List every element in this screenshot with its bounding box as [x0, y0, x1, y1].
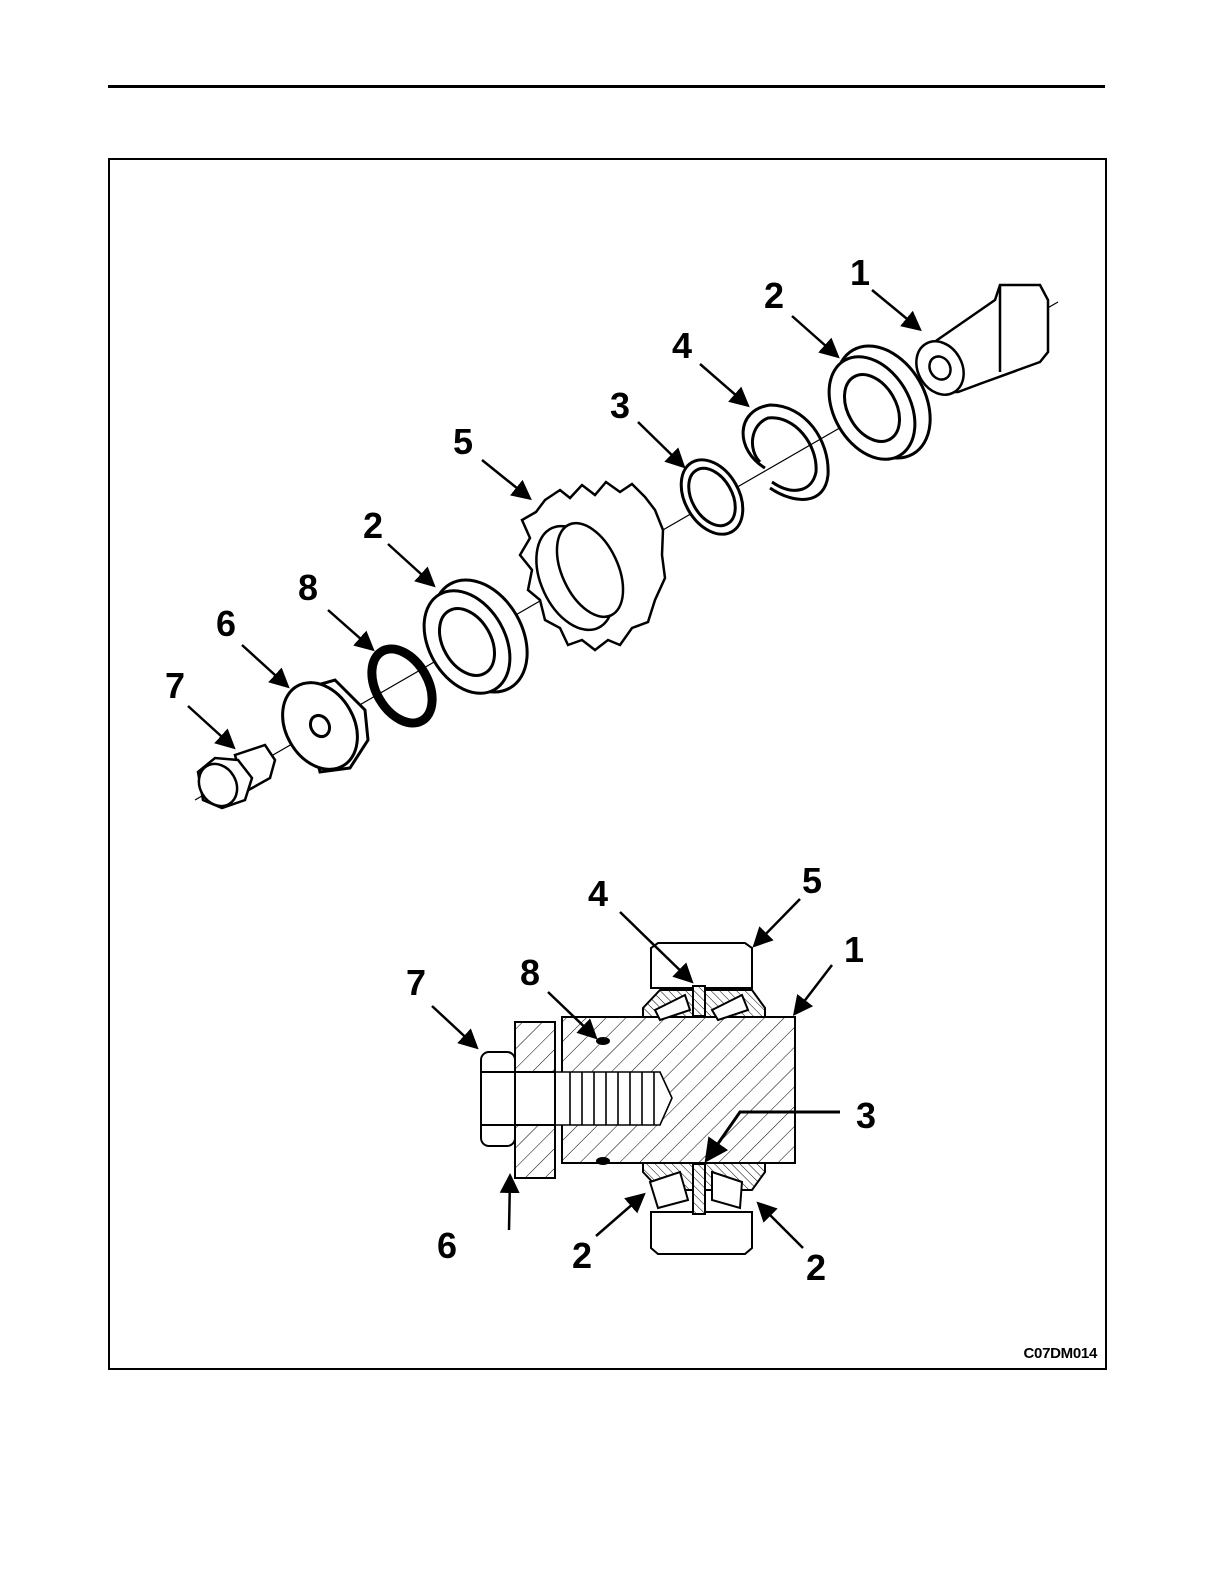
section-callout-4: 4	[588, 873, 608, 914]
exploded-callout-2-upper: 2	[764, 275, 784, 316]
gear-part-5	[520, 482, 665, 650]
exploded-callout-6: 6	[216, 603, 236, 644]
section-callout-1: 1	[844, 929, 864, 970]
section-bearings-top	[643, 986, 765, 1020]
pin-part-1	[907, 285, 1048, 403]
section-view: 4 5 1 7 8 3 6 2 2	[406, 860, 876, 1288]
exploded-view: 1 2 4 3 5 2 8 6 7	[165, 252, 1058, 813]
exploded-callout-2-lower: 2	[363, 505, 383, 546]
section-bolt-head	[481, 1052, 515, 1146]
exploded-callout-1: 1	[850, 252, 870, 293]
section-bearings-bottom	[643, 1163, 765, 1214]
section-callout-2-left: 2	[572, 1235, 592, 1276]
section-callout-2-right: 2	[806, 1247, 826, 1288]
section-o-ring-bottom	[596, 1157, 610, 1165]
section-callout-7: 7	[406, 962, 426, 1003]
circlip-part-4	[743, 405, 828, 499]
exploded-callout-4: 4	[672, 325, 692, 366]
section-gear-bottom	[651, 1212, 752, 1254]
washer-part-6	[268, 669, 373, 783]
section-callout-6: 6	[437, 1225, 457, 1266]
exploded-callout-3: 3	[610, 385, 630, 426]
bolt-part-7	[191, 745, 275, 813]
section-callout-8: 8	[520, 952, 540, 993]
section-gear-top	[651, 943, 752, 988]
section-callout-3: 3	[856, 1095, 876, 1136]
section-o-ring-top	[596, 1037, 610, 1045]
section-bolt-shank	[555, 1072, 672, 1125]
exploded-callout-5: 5	[453, 421, 473, 462]
exploded-callout-8: 8	[298, 567, 318, 608]
section-callout-5: 5	[802, 860, 822, 901]
exploded-callout-7: 7	[165, 665, 185, 706]
